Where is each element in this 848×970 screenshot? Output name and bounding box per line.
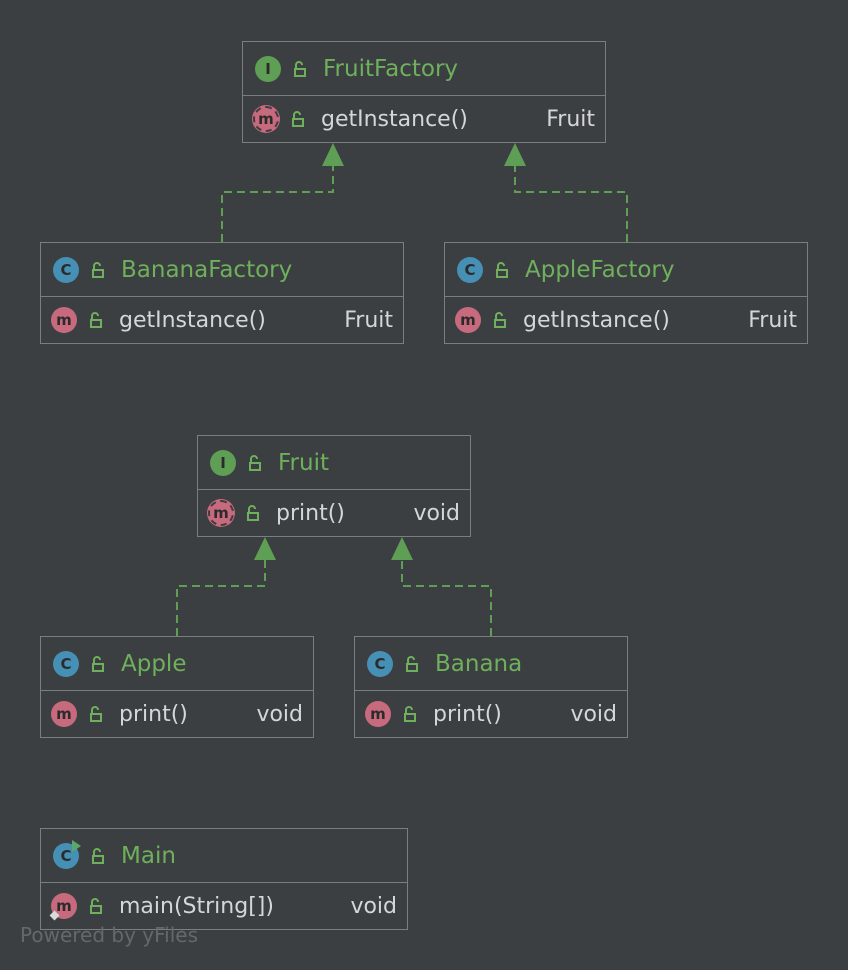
method-icon: m: [51, 701, 77, 727]
node-header: C AppleFactory: [445, 243, 807, 297]
member-row[interactable]: m getInstance() Fruit: [41, 297, 403, 343]
runnable-class-icon: C: [53, 839, 81, 869]
node-bananafactory[interactable]: C BananaFactory m getInstance() Fruit: [40, 242, 404, 344]
public-lock-icon: [92, 655, 104, 672]
member-row[interactable]: m print() void: [198, 490, 470, 536]
node-header: I FruitFactory: [243, 42, 605, 96]
public-lock-icon: [90, 706, 102, 722]
member-name: print(): [119, 701, 188, 727]
public-lock-icon: [292, 111, 304, 127]
public-lock-icon: [249, 454, 261, 471]
member-row[interactable]: m getInstance() Fruit: [445, 297, 807, 343]
node-fruitfactory[interactable]: I FruitFactory m getInstance() Fruit: [242, 41, 606, 143]
member-type: void: [350, 893, 397, 919]
edge-arrowhead: [322, 143, 344, 166]
yfiles-watermark: Powered by yFiles: [20, 923, 198, 947]
node-title: Banana: [435, 650, 523, 677]
node-applefactory[interactable]: C AppleFactory m getInstance() Fruit: [444, 242, 808, 344]
member-type: void: [570, 701, 617, 727]
member-name: getInstance(): [523, 307, 670, 333]
method-icon: m: [365, 701, 391, 727]
node-title: Fruit: [278, 449, 329, 476]
abstract-method-icon: m: [208, 500, 234, 526]
run-marker-icon: [72, 839, 81, 852]
public-lock-icon: [90, 312, 102, 328]
public-lock-icon: [404, 706, 416, 722]
class-icon: C: [457, 256, 483, 283]
method-icon: m: [51, 307, 77, 333]
member-type: Fruit: [748, 307, 797, 333]
member-type: Fruit: [546, 106, 595, 132]
member-name: print(): [433, 701, 502, 727]
public-lock-icon: [494, 312, 506, 328]
node-title: Main: [121, 842, 176, 869]
edge-apple-fruit: [176, 558, 266, 636]
node-header: C Apple: [41, 637, 313, 691]
edge-bananafactory-fruitfactory: [221, 164, 334, 242]
public-lock-icon: [294, 60, 306, 77]
node-title: AppleFactory: [525, 256, 675, 283]
node-header: C Main: [41, 829, 407, 883]
class-icon: C: [53, 650, 79, 677]
node-header: C Banana: [355, 637, 627, 691]
member-name: main(String[]): [119, 893, 274, 919]
public-lock-icon: [406, 655, 418, 672]
node-main[interactable]: C Main m main(String[]) void: [40, 828, 408, 930]
node-header: I Fruit: [198, 436, 470, 490]
member-row[interactable]: m print() void: [355, 691, 627, 737]
member-row[interactable]: m getInstance() Fruit: [243, 96, 605, 142]
method-icon: m: [455, 307, 481, 333]
member-type: Fruit: [344, 307, 393, 333]
node-header: C BananaFactory: [41, 243, 403, 297]
member-name: getInstance(): [119, 307, 266, 333]
member-row[interactable]: m main(String[]) void: [41, 883, 407, 929]
member-name: getInstance(): [321, 106, 468, 132]
node-title: BananaFactory: [121, 256, 293, 283]
public-lock-icon: [247, 505, 259, 521]
edge-banana-fruit: [401, 558, 492, 636]
member-row[interactable]: m print() void: [41, 691, 313, 737]
member-type: void: [413, 500, 460, 526]
static-method-icon: m: [49, 893, 77, 921]
class-icon: C: [53, 256, 79, 283]
abstract-method-icon: m: [253, 106, 279, 132]
node-apple[interactable]: C Apple m print() void: [40, 636, 314, 738]
edge-applefactory-fruitfactory: [514, 164, 628, 242]
member-name: print(): [276, 500, 345, 526]
public-lock-icon: [92, 261, 104, 278]
node-title: FruitFactory: [323, 55, 459, 82]
node-fruit[interactable]: I Fruit m print() void: [197, 435, 471, 537]
public-lock-icon: [90, 898, 102, 914]
interface-icon: I: [255, 55, 281, 82]
node-banana[interactable]: C Banana m print() void: [354, 636, 628, 738]
edge-arrowhead: [254, 537, 276, 560]
interface-icon: I: [210, 449, 236, 476]
edge-arrowhead: [391, 537, 413, 560]
class-icon: C: [367, 650, 393, 677]
public-lock-icon: [92, 847, 104, 864]
member-type: void: [256, 701, 303, 727]
edge-arrowhead: [504, 143, 526, 166]
node-title: Apple: [121, 650, 187, 677]
public-lock-icon: [496, 261, 508, 278]
